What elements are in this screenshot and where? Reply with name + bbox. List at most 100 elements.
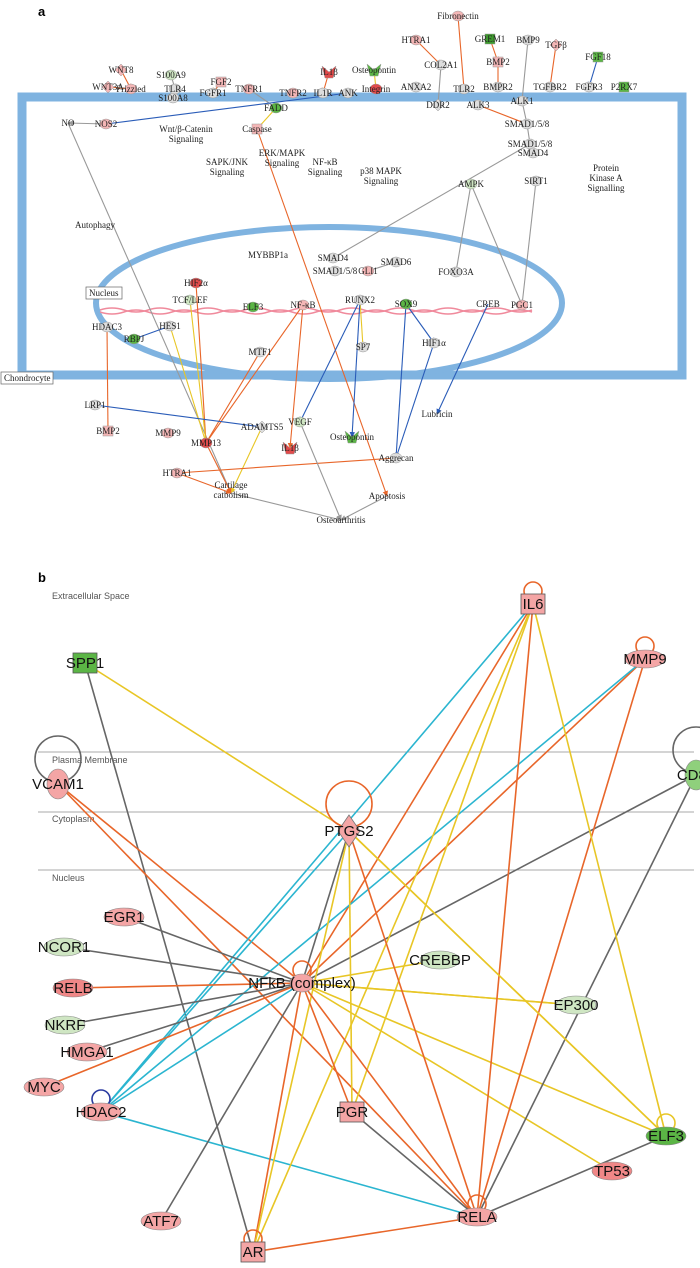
edge-mmp13-to-cart bbox=[205, 442, 232, 494]
edge-nfkb-to-vcam1 bbox=[57, 783, 303, 984]
node-shape bbox=[492, 56, 504, 68]
node-myc: MYC bbox=[23, 1077, 65, 1097]
node-label: SMAD1/5/8 bbox=[313, 266, 358, 276]
node-label: MMP9 bbox=[155, 428, 181, 438]
node-label: NO bbox=[62, 118, 75, 128]
node-label: SOX9 bbox=[395, 299, 418, 309]
node-sp7: SP7 bbox=[356, 341, 371, 353]
node-label: BMP2 bbox=[96, 426, 120, 436]
node-tlr4: TLR4 bbox=[164, 83, 186, 95]
node-shape bbox=[293, 416, 307, 428]
node-col2a1: COL2A1 bbox=[424, 59, 458, 71]
node-label: ALK1 bbox=[511, 96, 534, 106]
node-shape bbox=[23, 1077, 65, 1097]
node-label: Caspase bbox=[242, 124, 272, 134]
node-il6: IL6 bbox=[520, 581, 546, 615]
edge-pgr-to-ptgs2 bbox=[345, 830, 354, 1113]
node-p2rx7: P2RX7 bbox=[611, 81, 638, 93]
node-label: ATF7 bbox=[143, 1213, 179, 1230]
node-vegf: VEGF bbox=[288, 416, 312, 428]
node-shape bbox=[127, 333, 141, 345]
node-shape bbox=[356, 341, 370, 353]
node-shape bbox=[457, 83, 471, 95]
node-label: BMPR2 bbox=[483, 82, 513, 92]
edge-sirt1-to-pgc1 bbox=[519, 180, 537, 306]
node-tlr2: TLR2 bbox=[453, 83, 475, 95]
node-smad4-top: SMAD4 bbox=[518, 147, 549, 159]
edge-htra1-top-to-col2a1 bbox=[415, 39, 442, 66]
node-shape bbox=[183, 294, 197, 306]
edge-rela-to-ptgs2 bbox=[347, 830, 478, 1218]
node-shape bbox=[555, 995, 597, 1015]
panel-a-edges bbox=[67, 15, 599, 522]
layer-plasma-membrane: Plasma Membrane bbox=[52, 755, 128, 765]
edge-ar-to-il6 bbox=[252, 603, 534, 1253]
node-label: HTRA1 bbox=[163, 468, 192, 478]
node-htra1-top: HTRA1 bbox=[402, 34, 431, 46]
edge-aggrecan-to-htra1-bot bbox=[176, 457, 397, 476]
edge-hmga1-to-nfkb bbox=[86, 981, 303, 1053]
node-adamts5: ADAMTS5 bbox=[241, 420, 284, 434]
node-tcflef: TCF/LEF bbox=[172, 294, 208, 306]
node-smad158-n: SMAD1/5/8 bbox=[313, 265, 358, 277]
chondrocyte-label: Chondrocyte bbox=[4, 373, 51, 383]
node-label: SMAD1/5/8 bbox=[505, 119, 550, 129]
node-label: Osteoarthritis bbox=[317, 515, 366, 525]
node-label: RELA bbox=[457, 1209, 496, 1226]
edge-ampk-to-foxo3a bbox=[454, 183, 472, 273]
node-label: NF-κB bbox=[290, 300, 315, 310]
edge-creb-to-lubricin bbox=[436, 303, 489, 415]
edge-col2a1-to-ddr2 bbox=[435, 64, 442, 106]
node-shape bbox=[456, 1207, 498, 1227]
edge-nfkb-to-cd80 bbox=[301, 774, 697, 984]
node-shape bbox=[328, 265, 342, 277]
node-label: SPP1 bbox=[66, 655, 104, 672]
node-shape bbox=[88, 399, 102, 411]
node-shape bbox=[515, 299, 529, 311]
node-shape bbox=[389, 256, 403, 268]
node-shape bbox=[170, 467, 184, 479]
node-label: PGC1 bbox=[511, 300, 533, 310]
node-crebbp: CREBBP bbox=[409, 950, 471, 970]
node-smad158-1: SMAD1/5/8 bbox=[505, 118, 550, 130]
node-shape bbox=[206, 87, 220, 99]
node-hif1a: HIF1α bbox=[422, 337, 446, 349]
nucleus-boundary bbox=[93, 224, 565, 382]
edge-atf7-to-nfkb bbox=[160, 982, 303, 1222]
node-s100a9: S100A9 bbox=[156, 69, 186, 81]
node-runx2: RUNX2 bbox=[345, 294, 375, 306]
edge-hdac2-to-il6 bbox=[100, 603, 534, 1113]
node-spp1: SPP1 bbox=[66, 652, 104, 674]
node-wnt8: WNT8 bbox=[109, 63, 134, 77]
node-shape bbox=[344, 430, 360, 444]
node-shape bbox=[549, 38, 563, 52]
node-label: GREM1 bbox=[475, 34, 506, 44]
panel-a-label: a bbox=[38, 4, 46, 19]
edge-cart-to-oa bbox=[230, 492, 342, 522]
edge-nfkb-to-pgr bbox=[301, 982, 354, 1113]
edge-smad158-2-to-smad4-n bbox=[332, 143, 531, 259]
nucleus-label: Nucleus bbox=[89, 288, 119, 298]
node-shape bbox=[114, 63, 128, 77]
node-label: ADAMTS5 bbox=[241, 422, 284, 432]
node-hdac3: HDAC3 bbox=[92, 321, 122, 333]
node-pgc1: PGC1 bbox=[511, 299, 533, 311]
node-label: HIF1α bbox=[422, 338, 446, 348]
node-caspase: Caspase bbox=[242, 123, 272, 135]
edge-crebbp-to-nfkb bbox=[301, 959, 441, 986]
node-shape bbox=[449, 266, 463, 278]
edge-adamts5-to-cart bbox=[230, 426, 263, 494]
node-shape bbox=[199, 437, 213, 449]
node-il1b-bot: IL1β bbox=[281, 441, 299, 455]
node-label: VEGF bbox=[288, 417, 312, 427]
edge-sox9-to-aggrecan bbox=[393, 303, 407, 459]
edge-ar-to-ptgs2 bbox=[252, 830, 352, 1253]
edge-rela-to-il6 bbox=[476, 603, 537, 1218]
node-label: MMP9 bbox=[623, 651, 666, 668]
node-shape bbox=[427, 337, 441, 349]
node-label: EGR1 bbox=[104, 909, 145, 926]
